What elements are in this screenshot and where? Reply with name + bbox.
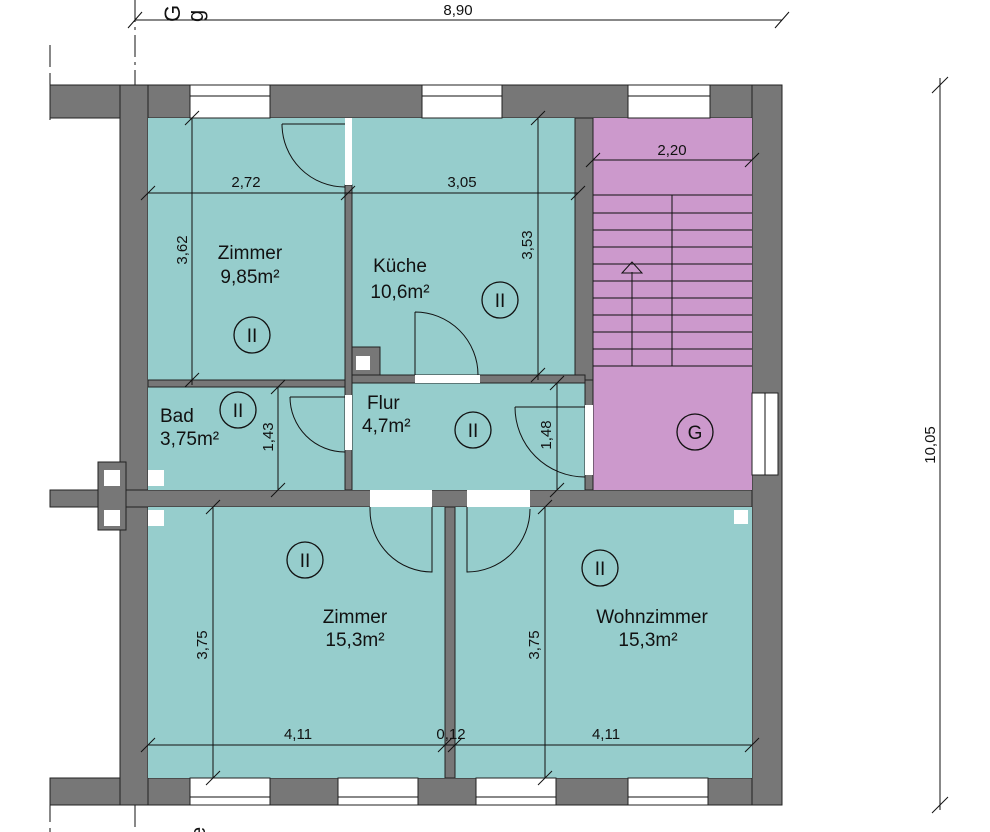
svg-text:0,12: 0,12 [436, 726, 465, 743]
svg-text:4,11: 4,11 [284, 726, 312, 743]
room-label-bad: Bad 3,75m² II [160, 391, 257, 450]
svg-text:3,75m²: 3,75m² [160, 429, 219, 450]
svg-text:4,11: 4,11 [592, 726, 620, 743]
svg-text:1,43: 1,43 [260, 422, 277, 451]
svg-text:Wohnzimmer: Wohnzimmer [596, 607, 708, 628]
edge-label-top-b: g [183, 10, 208, 22]
stair-arrow-up-icon [620, 261, 644, 274]
overall-height-label: 10,05 [922, 426, 939, 464]
room-zimmer-large [148, 507, 445, 778]
svg-text:2,72: 2,72 [231, 174, 260, 191]
svg-text:3,53: 3,53 [519, 230, 536, 259]
svg-text:4,7m²: 4,7m² [362, 416, 411, 437]
room-bad [148, 387, 345, 490]
room-dimensions: 2,72 3,05 3,62 3,53 1,43 1,48 3,75 3,75 … [140, 110, 760, 786]
svg-text:3,75: 3,75 [194, 630, 211, 659]
svg-text:G: G [688, 423, 703, 444]
svg-text:15,3m²: 15,3m² [325, 630, 384, 651]
doors [281, 123, 586, 573]
room-zimmer-small [148, 118, 345, 380]
svg-text:II: II [468, 421, 479, 442]
svg-text:3,62: 3,62 [174, 235, 191, 264]
svg-text:3,75: 3,75 [526, 630, 543, 659]
svg-text:3,05: 3,05 [447, 174, 476, 191]
windows [189, 84, 779, 806]
svg-text:Flur: Flur [367, 393, 400, 414]
overall-height-dimension: 10,05 [922, 76, 949, 814]
svg-text:15,3m²: 15,3m² [618, 630, 677, 651]
stairs: 2,20 [585, 142, 760, 367]
svg-text:II: II [233, 401, 244, 422]
room-label-zimmer-small: Zimmer 9,85m² II [218, 243, 283, 354]
stairwell-marker: G [676, 413, 714, 451]
svg-text:II: II [300, 551, 311, 572]
svg-text:Zimmer: Zimmer [323, 607, 388, 628]
svg-text:9,85m²: 9,85m² [220, 267, 279, 288]
overall-width-dimension: 8,90 [127, 2, 790, 29]
svg-text:10,6m²: 10,6m² [370, 282, 429, 303]
edge-label-top-a: G [160, 5, 185, 22]
edge-label-bottom-a: e [188, 827, 210, 832]
svg-text:Zimmer: Zimmer [218, 243, 283, 264]
svg-text:II: II [247, 326, 258, 347]
svg-text:II: II [595, 559, 606, 580]
interior-walls [97, 117, 748, 779]
room-label-zimmer-large: Zimmer 15,3m² II [286, 541, 388, 651]
room-flur [352, 383, 585, 490]
svg-text:1,48: 1,48 [538, 420, 555, 449]
svg-text:II: II [495, 291, 506, 312]
room-label-wohnzimmer: Wohnzimmer 15,3m² II [581, 549, 708, 651]
room-label-flur: Flur 4,7m² II [362, 393, 492, 449]
stair-width-label: 2,20 [657, 142, 686, 159]
overall-width-label: 8,90 [443, 2, 472, 19]
room-wohnzimmer [455, 507, 752, 778]
svg-text:Bad: Bad [160, 406, 194, 427]
room-label-kueche: Küche 10,6m² II [370, 256, 519, 319]
room-kueche [352, 118, 575, 375]
svg-text:Küche: Küche [373, 256, 427, 277]
